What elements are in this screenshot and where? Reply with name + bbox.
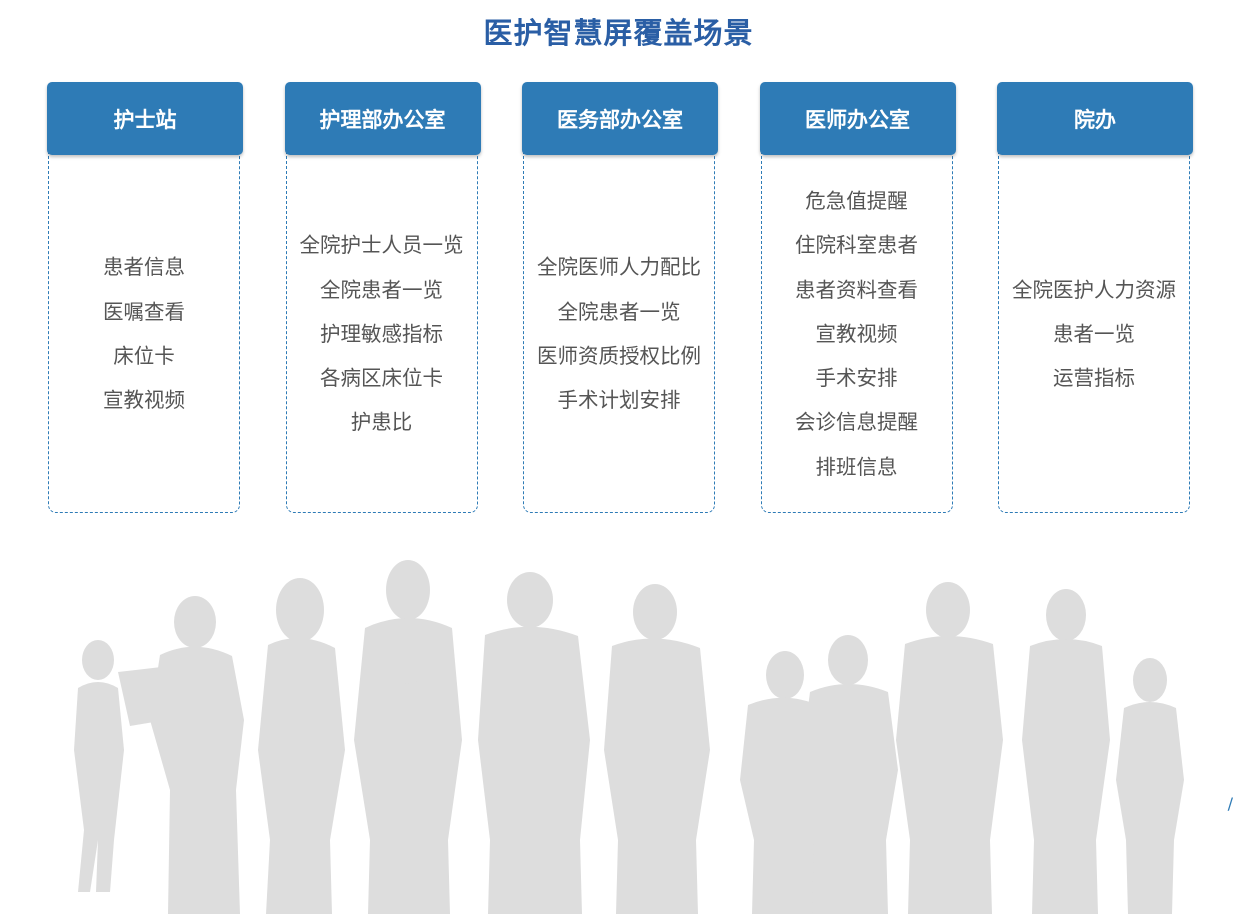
- silhouette-head: [1133, 658, 1167, 702]
- scenario-item: 手术安排: [815, 366, 898, 391]
- silhouette-head: [766, 651, 804, 699]
- scenario-card-header: 护士站: [47, 82, 243, 155]
- silhouette-clipboard: [118, 666, 178, 726]
- scenario-card-header: 医师办公室: [759, 82, 956, 155]
- scenario-item: 排班信息: [815, 454, 898, 479]
- scenario-card-header: 院办: [997, 82, 1193, 155]
- scenario-card: 医务部办公室全院医师人力配比全院患者一览医师资质授权比例手术计划安排: [522, 82, 718, 514]
- scenario-card: 护理部办公室全院护士人员一览全院患者一览护理敏感指标各病区床位卡护患比: [284, 82, 481, 514]
- silhouette-body: [604, 638, 710, 914]
- scenario-item: 护理敏感指标: [320, 321, 443, 346]
- silhouette-head: [174, 596, 216, 648]
- scenario-columns: 护士站患者信息医嘱查看床位卡宣教视频护理部办公室全院护士人员一览全院患者一览护理…: [0, 82, 1237, 514]
- scenario-card-body: 患者信息医嘱查看床位卡宣教视频: [48, 148, 240, 513]
- scenario-item: 全院医护人力资源: [1012, 277, 1176, 302]
- scenario-item: 患者资料查看: [795, 277, 918, 302]
- scenario-item: 会诊信息提醒: [795, 410, 918, 435]
- silhouette-folder: [375, 680, 440, 755]
- scenario-card: 院办全院医护人力资源患者一览运营指标: [997, 82, 1193, 514]
- silhouette-body: [896, 636, 1003, 914]
- silhouette-head: [276, 578, 324, 642]
- silhouette-head: [926, 582, 970, 638]
- silhouette-body: [1022, 639, 1110, 914]
- scenario-item: 手术计划安排: [557, 388, 681, 413]
- scenario-item: 宣教视频: [815, 321, 898, 346]
- scenario-card-body: 全院医师人力配比全院患者一览医师资质授权比例手术计划安排: [523, 148, 715, 513]
- scenario-card: 医师办公室危急值提醒住院科室患者患者资料查看宣教视频手术安排会诊信息提醒排班信息: [759, 82, 956, 514]
- scenario-item: 患者信息: [103, 255, 185, 280]
- scenario-item: 护患比: [350, 410, 413, 435]
- scenario-item: 全院患者一览: [320, 277, 443, 302]
- scenario-card-body: 全院护士人员一览全院患者一览护理敏感指标各病区床位卡护患比: [285, 148, 478, 513]
- silhouette-body: [800, 684, 898, 914]
- scenario-item: 全院患者一览: [557, 299, 681, 324]
- silhouette-head: [828, 635, 868, 685]
- scenario-item: 运营指标: [1053, 366, 1135, 391]
- scenario-item: 各病区床位卡: [320, 366, 443, 391]
- silhouette-body: [74, 682, 124, 892]
- scenario-item: 危急值提醒: [805, 188, 908, 213]
- scenario-item: 医师资质授权比例: [537, 344, 701, 368]
- silhouette-body: [258, 638, 345, 914]
- silhouette-head: [82, 640, 114, 680]
- diagram-title: 医护智慧屏覆盖场景: [483, 16, 754, 50]
- silhouette-head: [1046, 589, 1086, 641]
- silhouette-head: [633, 584, 677, 640]
- scenario-card-header: 护理部办公室: [284, 82, 481, 155]
- scenario-item: 住院科室患者: [795, 233, 918, 258]
- medical-staff-silhouettes-illustration: [74, 560, 1184, 914]
- scenario-card-body: 全院医护人力资源患者一览运营指标: [998, 148, 1190, 513]
- scenario-card-body: 危急值提醒住院科室患者患者资料查看宣教视频手术安排会诊信息提醒排班信息: [760, 148, 953, 513]
- corner-slash-icon: /: [1227, 794, 1233, 813]
- scenario-card-header: 医务部办公室: [522, 82, 718, 155]
- scenario-item: 床位卡: [113, 344, 175, 368]
- silhouette-head: [386, 560, 430, 620]
- scenario-card: 护士站患者信息医嘱查看床位卡宣教视频: [47, 82, 243, 514]
- scenario-item: 医嘱查看: [103, 299, 185, 324]
- scenario-item: 全院医师人力配比: [537, 255, 701, 280]
- scenario-item: 全院护士人员一览: [299, 233, 464, 258]
- silhouette-body: [1116, 702, 1184, 914]
- scenario-item: 宣教视频: [103, 388, 185, 413]
- silhouette-head: [507, 572, 553, 628]
- scenario-item: 患者一览: [1053, 321, 1135, 346]
- silhouette-body: [478, 626, 590, 914]
- silhouette-body: [354, 618, 462, 914]
